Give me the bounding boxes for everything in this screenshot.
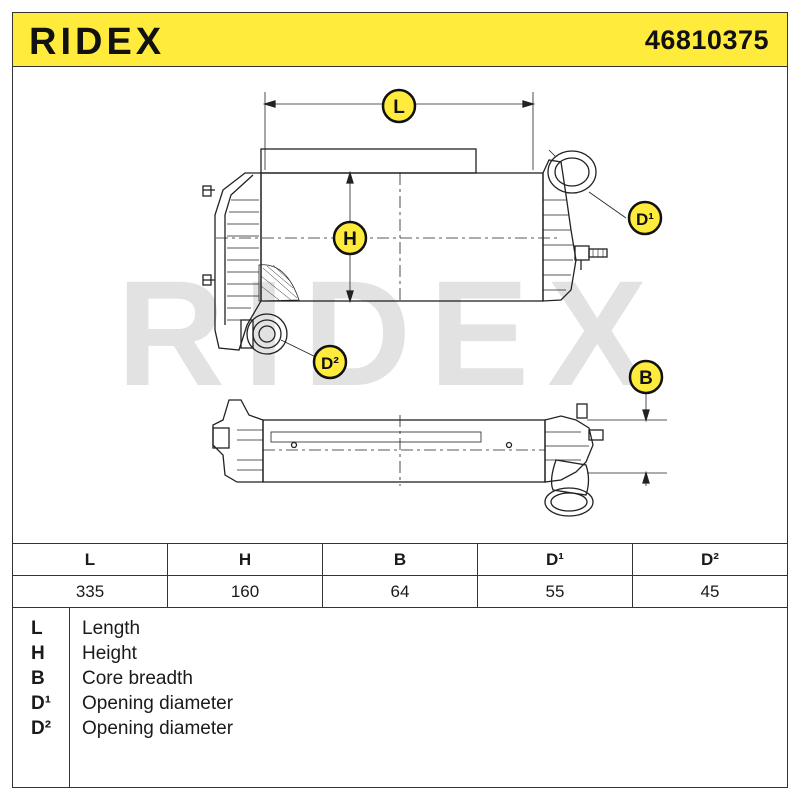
dimension-value: 160: [167, 575, 323, 608]
dimension-header: H: [167, 543, 323, 576]
dimensions-table: L H B D¹ D² 335 160 64 55 45: [12, 543, 788, 608]
legend-code: B: [31, 668, 45, 689]
dimension-header: L: [12, 543, 168, 576]
watermark: RIDEX: [117, 249, 665, 417]
header-bar: RIDEX 46810375: [12, 12, 788, 67]
callout-l: L: [381, 88, 417, 124]
legend-description: Height: [82, 643, 137, 664]
callout-d1-label: D¹: [636, 210, 654, 229]
callout-h: H: [332, 220, 368, 256]
dimension-value: 335: [12, 575, 168, 608]
dimension-header: D²: [632, 543, 788, 576]
technical-drawing: RIDEX: [117, 88, 667, 517]
legend-code: D¹: [31, 693, 52, 714]
technical-drawing-area: RIDEX: [12, 67, 788, 544]
legend-code: H: [31, 643, 45, 664]
brand-logo-text: RIDEX: [29, 23, 165, 59]
callout-d1: D¹: [627, 200, 663, 236]
part-number: 46810375: [644, 25, 769, 55]
callout-d2: D²: [312, 344, 348, 380]
dimensions-value-row: 335 160 64 55 45: [12, 575, 788, 608]
dimensions-header-row: L H B D¹ D²: [12, 543, 788, 576]
dimension-value: 55: [477, 575, 633, 608]
dimension-header: B: [322, 543, 478, 576]
legend-code: D²: [31, 718, 52, 739]
callout-l-label: L: [393, 97, 405, 118]
legend: L Length H Height B Core breadth D¹ Open…: [12, 608, 788, 788]
callout-b-label: B: [639, 368, 653, 389]
brand-logo: RIDEX: [29, 23, 165, 59]
legend-description: Opening diameter: [82, 718, 234, 739]
legend-description: Core breadth: [82, 668, 193, 689]
dimension-header: D¹: [477, 543, 633, 576]
legend-code: L: [31, 618, 43, 639]
dimension-value: 45: [632, 575, 788, 608]
legend-description: Opening diameter: [82, 693, 234, 714]
legend-divider: [69, 608, 70, 787]
legend-description: Length: [82, 618, 141, 639]
callout-h-label: H: [343, 229, 357, 250]
callout-b: B: [628, 359, 664, 395]
dimension-value: 64: [322, 575, 478, 608]
callout-d2-label: D²: [321, 354, 339, 373]
